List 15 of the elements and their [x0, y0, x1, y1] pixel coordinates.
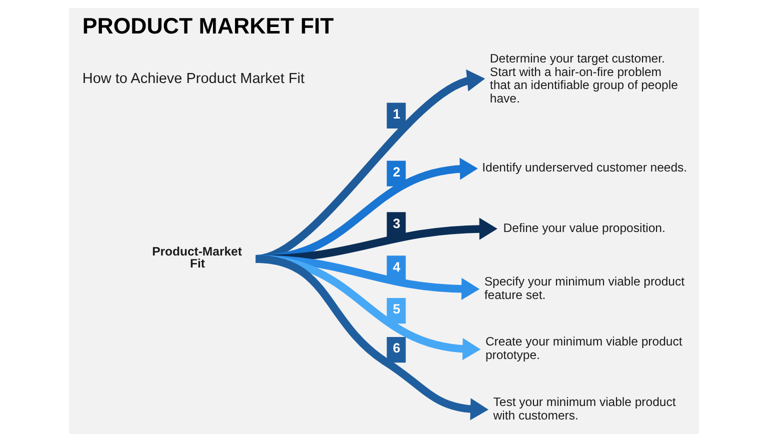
- node-text: Product-Market Fit: [152, 244, 242, 271]
- diagram-title: PRODUCT MARKET FIT: [82, 14, 334, 39]
- edge-label: 4: [392, 259, 400, 274]
- node-text: Create your minimum viable product prototype.: [485, 334, 682, 362]
- edge-label: 6: [392, 340, 400, 356]
- node-text: Determine your target customer. Start with a hair-on-fire problem that an identifiable group of people have.: [490, 51, 678, 106]
- node-text: Identify underserved customer needs.: [482, 160, 688, 175]
- edge-label: 1: [392, 106, 400, 122]
- node-text: Define your value proposition.: [503, 220, 666, 235]
- label: How to Achieve Product Market Fit: [82, 71, 305, 88]
- node-text: Test your minimum viable product with customers.: [493, 394, 676, 422]
- node-text: Specify your minimum viable product feature set.: [484, 274, 685, 302]
- edge-label: 5: [392, 302, 400, 317]
- edge-label: 3: [392, 216, 400, 231]
- edge-label: 2: [392, 164, 400, 180]
